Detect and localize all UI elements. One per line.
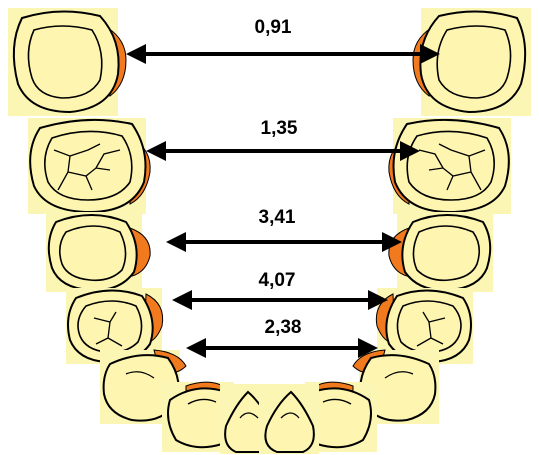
arrow-head-left-1 <box>126 44 146 64</box>
left-premolar-1 <box>46 212 150 292</box>
measurement-label-3: 3,41 <box>259 207 296 228</box>
measurement-label-2: 1,35 <box>261 118 298 139</box>
measurement-4: 4,07 <box>172 270 388 310</box>
left-molar-1 <box>8 8 126 116</box>
left-molar-2 <box>28 118 150 214</box>
measurement-1: 0,91 <box>126 17 440 64</box>
measurement-2: 1,35 <box>146 118 420 161</box>
right-central-incisor <box>259 384 319 454</box>
arrow-head-left-3 <box>166 232 186 252</box>
right-molar-2 <box>389 118 511 214</box>
measurement-3: 3,41 <box>166 207 402 252</box>
measurement-label-1: 0,91 <box>255 17 292 38</box>
right-teeth <box>259 8 531 454</box>
right-molar-1 <box>413 8 531 116</box>
measurement-label-4: 4,07 <box>259 270 296 291</box>
measurement-label-5: 2,38 <box>265 317 302 338</box>
arrow-head-left-5 <box>186 338 206 358</box>
arrow-head-left-4 <box>172 290 192 310</box>
left-teeth <box>8 8 280 454</box>
measurement-5: 2,38 <box>186 317 378 358</box>
right-premolar-1 <box>389 212 493 292</box>
